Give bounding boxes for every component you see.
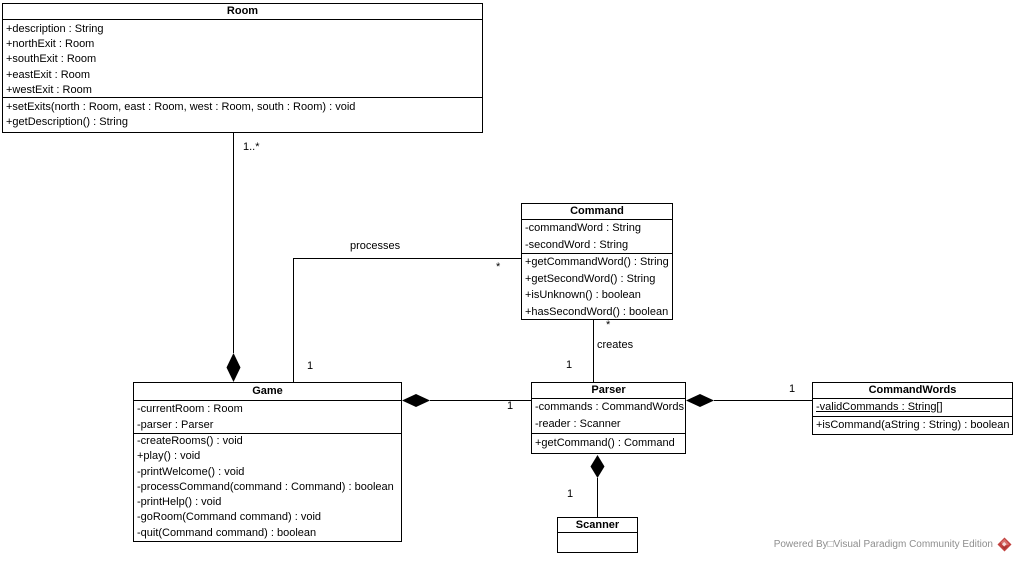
uml-attribute: -currentRoom : Room <box>137 403 243 415</box>
uml-method: +hasSecondWord() : boolean <box>525 305 669 318</box>
uml-attribute: +northExit : Room <box>6 38 95 51</box>
uml-method: -goRoom(Command command) : void <box>137 511 322 524</box>
class-box-scanner: Scanner <box>557 517 638 553</box>
multiplicity-room-game: 1..* <box>243 141 260 153</box>
class-box-command: Command -commandWord : String -secondWor… <box>521 203 673 320</box>
attributes-section: -commandWord : String -secondWord : Stri… <box>522 219 672 253</box>
methods-section: -createRooms() : void +play() : void -pr… <box>134 433 401 541</box>
uml-method: +getSecondWord() : String <box>525 272 656 285</box>
uml-attribute: -commands : CommandWords <box>535 401 684 413</box>
class-box-parser: Parser -commands : CommandWords -reader … <box>531 382 686 454</box>
composition-diamond-game-room-icon <box>226 353 241 382</box>
multiplicity-command-creates: * <box>606 319 611 331</box>
methods-section: +getCommandWord() : String +getSecondWor… <box>522 253 672 319</box>
methods-section: +setExits(north : Room, east : Room, wes… <box>3 97 482 132</box>
attributes-section: -currentRoom : Room -parser : Parser <box>134 400 401 433</box>
uml-method: -createRooms() : void <box>137 435 243 447</box>
uml-attribute: +description : String <box>6 23 104 35</box>
attributes-section: -commands : CommandWords -reader : Scann… <box>532 398 685 433</box>
uml-method: +getCommand() : Command <box>535 437 675 449</box>
visual-paradigm-logo-icon <box>997 537 1012 552</box>
empty-section <box>558 532 637 552</box>
powered-by-text: Powered By□Visual Paradigm Community Edi… <box>773 539 993 550</box>
uml-method: +getCommandWord() : String <box>525 256 669 268</box>
class-box-commandwords: CommandWords -validCommands : String[] +… <box>812 382 1013 435</box>
class-box-game: Game -currentRoom : Room -parser : Parse… <box>133 382 402 542</box>
attributes-section: +description : String +northExit : Room … <box>3 19 482 97</box>
association-game-command-line <box>293 258 521 382</box>
uml-attribute: -commandWord : String <box>525 222 641 234</box>
uml-attribute: -reader : Scanner <box>535 418 621 430</box>
uml-method: -printWelcome() : void <box>137 465 245 478</box>
uml-attribute: +eastExit : Room <box>6 68 91 81</box>
uml-method: +isCommand(aString : String) : boolean <box>816 419 1010 431</box>
uml-method: -printHelp() : void <box>137 496 222 509</box>
class-box-room: Room +description : String +northExit : … <box>2 3 483 133</box>
uml-attribute: -secondWord : String <box>525 238 629 251</box>
multiplicity-scanner-parser: 1 <box>567 488 574 500</box>
uml-method: +getDescription() : String <box>6 116 128 129</box>
methods-section: +getCommand() : Command <box>532 433 685 453</box>
methods-section: +isCommand(aString : String) : boolean <box>813 416 1012 434</box>
uml-method: +play() : void <box>137 450 201 463</box>
multiplicity-parser-creates: 1 <box>566 359 573 371</box>
uml-method: +setExits(north : Room, east : Room, wes… <box>6 101 356 113</box>
class-title-command: Command <box>570 205 624 217</box>
composition-diamond-parser-commandwords-icon <box>686 394 714 407</box>
class-title-scanner: Scanner <box>575 519 620 531</box>
uml-attribute: +westExit : Room <box>6 83 92 96</box>
uml-attribute: +southExit : Room <box>6 53 97 66</box>
multiplicity-command-processes: * <box>496 261 501 273</box>
composition-diamond-game-parser-icon <box>402 394 430 407</box>
association-label-processes: processes <box>350 240 401 252</box>
uml-attribute-static: -validCommands : String[] <box>816 401 943 413</box>
multiplicity-parser-game: 1 <box>507 400 514 412</box>
uml-method: -quit(Command command) : boolean <box>137 526 317 539</box>
class-title-commandwords: CommandWords <box>868 384 957 396</box>
class-title-room: Room <box>226 5 259 17</box>
multiplicity-game-processes: 1 <box>307 360 314 372</box>
uml-attribute: -parser : Parser <box>137 419 214 431</box>
attributes-section: -validCommands : String[] <box>813 398 1012 416</box>
association-label-creates: creates <box>597 339 634 351</box>
composition-diamond-parser-scanner-icon <box>590 455 605 478</box>
uml-method: -processCommand(command : Command) : boo… <box>137 480 394 493</box>
class-title-game: Game <box>252 385 283 397</box>
uml-method: +isUnknown() : boolean <box>525 289 641 301</box>
class-title-parser: Parser <box>591 384 626 396</box>
multiplicity-commandwords-parser: 1 <box>789 383 796 395</box>
powered-by-watermark: Powered By□Visual Paradigm Community Edi… <box>774 537 1012 552</box>
